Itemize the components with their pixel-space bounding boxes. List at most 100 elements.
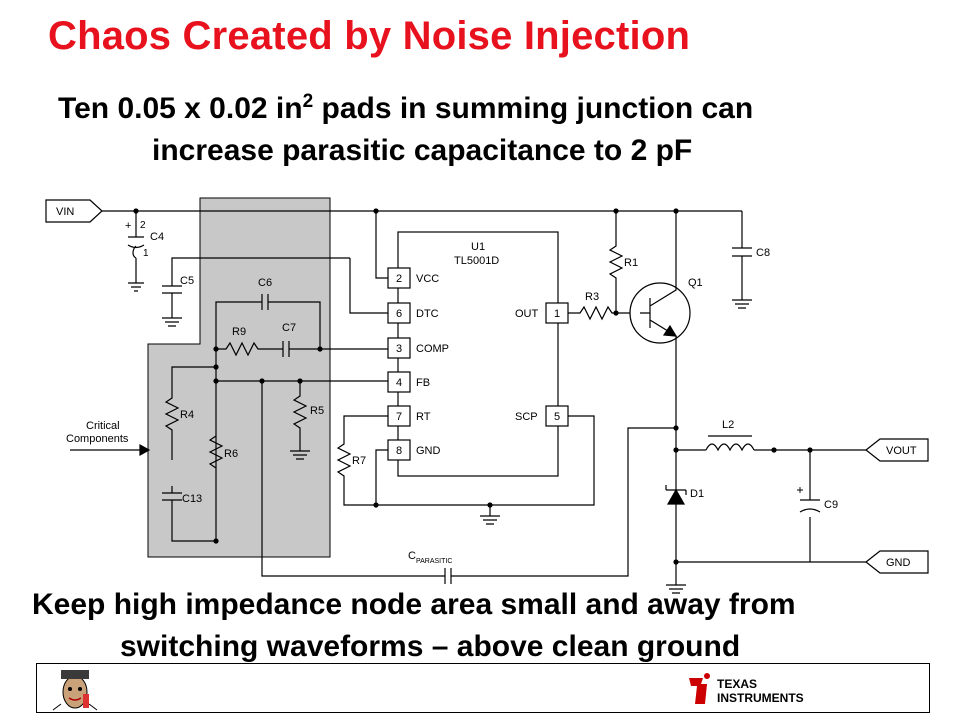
c4-label: C4 [150,231,164,243]
c5-plates [162,285,182,318]
pin1-number: 1 [554,308,560,320]
footer-bar: TEXAS INSTRUMENTS [36,663,930,713]
parasitic-cap-plates [444,568,452,584]
pin7-name: RT [416,411,431,423]
c6-wire [215,301,321,349]
r6-resistor [208,435,224,469]
vin-port [45,199,103,223]
pin1-name: OUT [515,308,539,320]
c13-plates [162,492,216,542]
r4-label: R4 [180,409,194,421]
rt-r7-wire [336,415,388,506]
ic-right-pin-boxes [545,302,569,427]
c9-plus [797,487,803,493]
r6-label: R6 [224,448,238,460]
r1-label: R1 [624,257,638,269]
r4-wire [164,366,216,493]
c13-label: C13 [182,493,202,505]
r7-label: R7 [352,455,366,467]
subtitle-part1: Ten 0.05 x 0.02 in [58,92,303,125]
top-rail-wire [102,210,743,300]
pin4-number: 4 [396,377,402,389]
mascot-icon [52,670,98,711]
l2-wire [676,443,866,452]
c8-ground [732,299,752,309]
dtc-pin-wire [171,257,388,314]
critical-arrowhead [139,443,151,457]
c8-label: C8 [756,247,770,259]
bottom-note-line1: Keep high impedance node area small and … [32,588,796,621]
r5-ground [290,450,310,460]
c8-plates [732,247,752,257]
c5-label: C5 [180,275,194,287]
q1-body [629,282,691,344]
parasitic-cap-label: CPARASITIC [408,550,452,565]
r1-wire [608,211,624,314]
c4-ground [128,282,144,292]
pin5-name: SCP [515,411,538,423]
pin3-name: COMP [416,343,449,355]
gnd-port [865,550,929,574]
c4-pin-minus: 1 [143,248,149,259]
c9-plates [799,499,821,513]
bottom-note-line2: switching waveforms – above clean ground [120,630,741,663]
c5-ground [162,317,182,327]
ic-ref-label: U1 [471,241,485,253]
pin5-number: 5 [554,411,560,423]
brand-line2: INSTRUMENTS [717,691,804,705]
slide-subtitle: Ten 0.05 x 0.02 in2 pads in summing junc… [58,88,938,172]
r9-c7-wire [216,341,388,357]
c6-label: C6 [258,277,272,289]
r9-label: R9 [232,326,246,338]
r3-label: R3 [585,291,599,303]
high-impedance-area [147,197,331,558]
d1-label: D1 [690,488,704,500]
bottom-note: Keep high impedance node area small and … [32,584,932,668]
pin2-number: 2 [396,273,402,285]
q1-arrow [662,324,678,337]
c9-label: C9 [824,499,838,511]
c4-plus-sign: + [125,220,131,232]
pin7-number: 7 [396,411,402,423]
c4-pin-plus: 2 [140,220,146,231]
bottom-ground [666,584,686,594]
vout-port [865,438,929,462]
subtitle-line2: increase parasitic capacitance to 2 pF [152,134,693,167]
c7-plates [282,341,290,357]
c6-plates [261,294,269,310]
d1-body [666,488,686,505]
slide-title: Chaos Created by Noise Injection [48,14,691,58]
r5-label: R5 [310,405,324,417]
ic-part-label: TL5001D [454,255,499,267]
junction-dots [133,208,813,565]
d1-bar [665,485,687,495]
brand-line1: TEXAS [717,677,757,691]
q1-leads [640,211,677,585]
pin6-number: 6 [396,308,402,320]
subtitle-superscript: 2 [302,91,314,112]
ic-ground [480,505,500,525]
q1-label: Q1 [688,277,703,289]
critical-label-line2: Components [66,433,129,445]
c7-label: C7 [282,322,296,334]
pin6-name: DTC [416,308,439,320]
vcc-pin-wire [375,211,388,279]
footer-graphics: TEXAS INSTRUMENTS [52,670,804,711]
vout-port-label: VOUT [886,445,917,457]
vin-port-label: VIN [56,206,74,218]
pin4-name: FB [416,377,430,389]
critical-label-line1: Critical [86,420,120,432]
l2-label: L2 [722,419,734,431]
ic-left-pin-boxes [387,267,411,461]
pin2-name: VCC [416,273,439,285]
out-r3-wire [568,305,640,321]
pin8-name: GND [416,445,441,457]
gnd-pin-wire [375,415,595,506]
parasitic-wire [261,381,676,577]
pin3-number: 3 [396,343,402,355]
pin8-number: 8 [396,445,402,457]
gnd-port-label: GND [886,557,911,569]
subtitle-part2: pads in summing junction can [313,92,754,125]
r5-wire [292,381,308,451]
ti-logo-icon [689,673,710,704]
